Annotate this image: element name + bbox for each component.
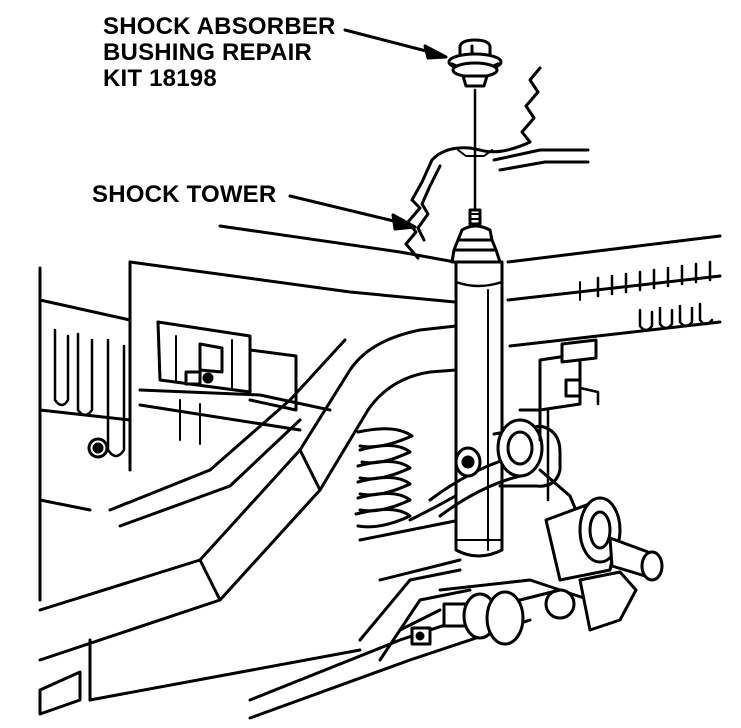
shock-tower-callout-label: SHOCK TOWER bbox=[92, 182, 276, 208]
front-crossmember bbox=[40, 326, 476, 714]
spindle-hub bbox=[520, 498, 662, 630]
shock-tower bbox=[406, 68, 588, 258]
bushing-kit-label-line-3: KIT 18198 bbox=[103, 66, 336, 92]
bushing-kit-part bbox=[449, 40, 501, 86]
bushing-kit-label-line-1: SHOCK ABSORBER bbox=[103, 14, 336, 40]
kit-leader-arrow bbox=[345, 30, 446, 58]
bushing-kit-label-line-2: BUSHING REPAIR bbox=[103, 40, 336, 66]
coil-spring bbox=[356, 429, 412, 527]
tower-leader-arrow bbox=[290, 196, 415, 229]
bushing-kit-callout-label: SHOCK ABSORBER BUSHING REPAIR KIT 18198 bbox=[103, 14, 336, 92]
shock-tower-label-line-1: SHOCK TOWER bbox=[92, 182, 276, 208]
stabilizer-link bbox=[430, 420, 580, 520]
